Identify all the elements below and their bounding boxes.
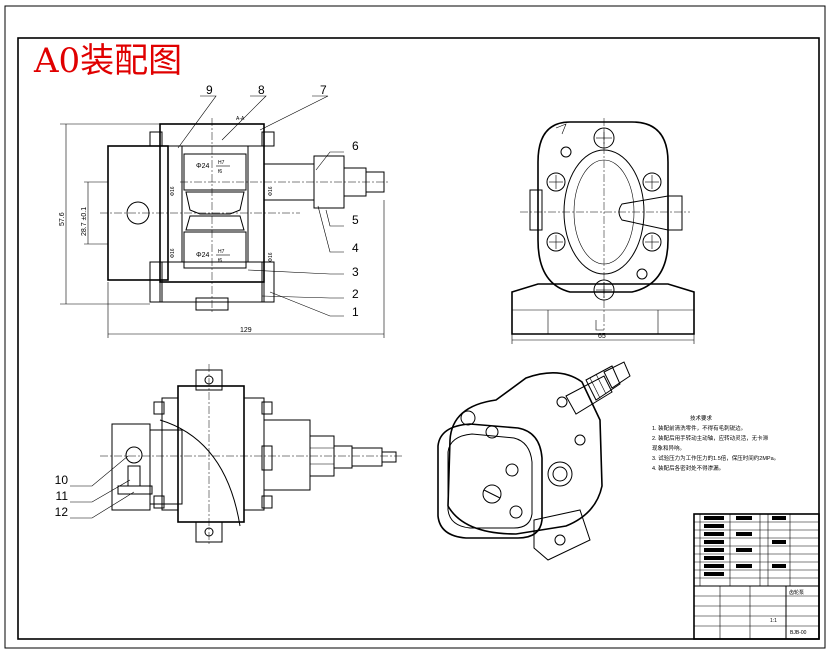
isometric-view xyxy=(437,361,631,561)
part-label-5: 5 xyxy=(352,213,359,227)
top-shaft-housing xyxy=(263,419,311,491)
drawing-title: A0装配图 xyxy=(33,41,182,81)
gear-mesh-bottom xyxy=(185,215,245,231)
tech-note-3: 3. 试验压力为工作压力的1.5倍，保压时间约2MPa。 xyxy=(652,454,779,462)
part-label-11: 11 xyxy=(56,489,69,503)
parts-list-rows xyxy=(694,514,819,587)
iso-port xyxy=(547,461,573,487)
side-width-dim: 65 xyxy=(598,333,606,340)
part-label-10: 10 xyxy=(55,473,69,487)
drawing-name: 齿轮泵 xyxy=(789,589,804,596)
fit-bottom-f: f6 xyxy=(218,258,222,264)
iso-plug xyxy=(482,484,502,504)
height-dim: 57.6 xyxy=(59,212,66,226)
title-block: 齿轮泵 1:1 BJB-00 xyxy=(693,513,820,640)
part-label-4: 4 xyxy=(352,241,359,255)
shaft-dim-3: Φ16 xyxy=(268,186,274,196)
driven-gear xyxy=(183,231,247,269)
side-bolts xyxy=(546,127,662,301)
technical-requirements: 技术要求 1. 装配前清洗零件，不得有毛刺锐边。 2. 装配后用手转动主动轴，应… xyxy=(652,414,779,472)
tech-notes-heading: 技术要求 xyxy=(690,414,713,422)
fit-bottom-dim: Φ24 xyxy=(196,252,209,259)
offset-dim: 28.7 ±0.1 xyxy=(81,207,88,236)
shaft-dim-4: Φ16 xyxy=(268,252,274,262)
tech-note-2: 2. 装配后用手转动主动轴，应转动灵活，无卡滞 xyxy=(652,434,769,442)
inlet-port xyxy=(529,189,543,231)
iso-foot xyxy=(533,509,591,561)
relief-spring xyxy=(127,465,141,487)
fit-bottom-h: H7 xyxy=(218,249,225,255)
tech-note-4: 4. 装配后各密封处不得渗漏。 xyxy=(652,464,724,472)
fit-top-f: f6 xyxy=(218,169,222,175)
tech-note-2b: 现象和异响。 xyxy=(652,444,685,452)
relief-valve-ball xyxy=(125,446,143,464)
iso-end-cover xyxy=(437,423,543,539)
shaft-dim-2: Φ16 xyxy=(170,248,176,258)
top-view: 10 11 12 xyxy=(55,364,402,546)
part-label-7: 7 xyxy=(320,83,327,97)
iso-body xyxy=(447,372,603,535)
part-label-8: 8 xyxy=(258,83,265,97)
drawing-scale: 1:1 xyxy=(770,618,777,624)
tech-note-1: 1. 装配前清洗零件，不得有毛刺锐边。 xyxy=(652,424,746,432)
body-right-wall xyxy=(247,145,265,263)
outer-border xyxy=(4,5,826,649)
relief-valve-body xyxy=(111,423,151,511)
fit-top-dim: Φ24 xyxy=(196,163,209,170)
part-label-2: 2 xyxy=(352,287,359,301)
side-view: 65 xyxy=(511,118,695,344)
driving-gear xyxy=(183,153,247,191)
drawing-number: BJB-00 xyxy=(790,630,807,636)
part-label-3: 3 xyxy=(352,265,359,279)
gear-mesh-top xyxy=(185,191,245,215)
section-label: A-A xyxy=(236,116,245,122)
inner-frame xyxy=(17,37,820,640)
front-section-view: A-A Φ24 H7 f6 Φ24 H7 f6 Φ16 Φ16 Φ16 Φ16 xyxy=(59,83,390,338)
shaft-dim-1: Φ16 xyxy=(170,186,176,196)
iso-gland-nut xyxy=(585,365,621,401)
width-dim: 129 xyxy=(240,327,252,334)
part-label-12: 12 xyxy=(55,505,69,519)
part-label-1: 1 xyxy=(352,305,359,319)
part-label-9: 9 xyxy=(206,83,213,97)
part-label-6: 6 xyxy=(352,139,359,153)
outlet-port xyxy=(618,195,683,231)
fit-top-h: H7 xyxy=(218,160,225,166)
side-body-outline xyxy=(537,121,669,293)
body-left-wall xyxy=(167,145,183,263)
title-block-grid: 齿轮泵 1:1 BJB-00 xyxy=(694,586,819,639)
